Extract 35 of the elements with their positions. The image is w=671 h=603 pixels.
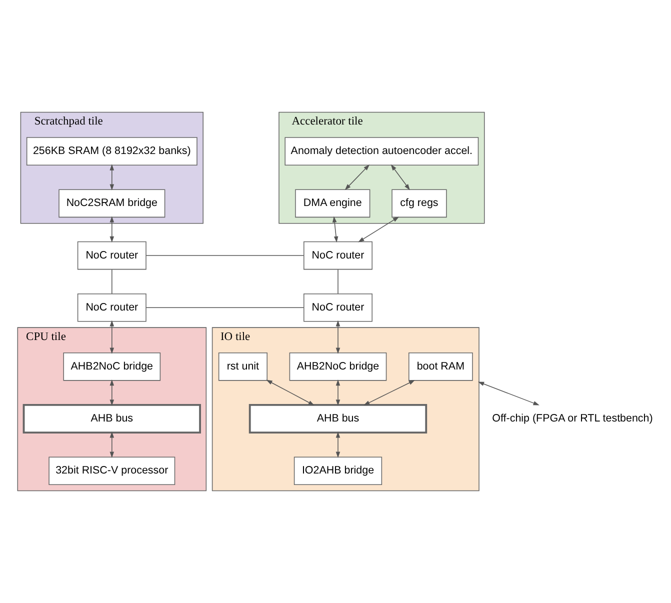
node-box: 256KB SRAM (8 8192x32 banks) [26,137,198,166]
arrow [358,216,400,242]
arrow [364,380,416,406]
node-box: rst unit [218,352,268,381]
node-box: AHB2NoC bridge [289,352,387,381]
node-box: DMA engine [295,189,370,218]
arrow [336,380,340,406]
arrow [110,216,114,243]
node-box: 32bit RISC-V processor [48,456,176,486]
arrow [336,320,340,354]
node-text: Off-chip (FPGA or RTL testbench) [492,412,653,425]
arrow [110,380,114,406]
arrow [344,164,370,190]
node-box: NoC router [304,293,372,322]
node-box: cfg regs [392,189,447,218]
node-box: IO2AHB bridge [294,456,382,486]
arrow [390,164,410,190]
arrow [336,432,340,458]
node-box: AHB bus [22,404,201,434]
connector [146,255,304,256]
arrow [110,320,114,354]
node-box: AHB2NoC bridge [63,352,161,381]
connector [146,307,304,308]
node-box: Anomaly detection autoencoder accel. [284,137,479,166]
arrow [332,216,338,243]
node-box: NoC router [77,241,146,270]
arrow [110,432,114,458]
node-box: NoC2SRAM bridge [58,189,166,218]
node-box: NoC router [304,241,372,270]
arrow [266,380,314,406]
node-box: boot RAM [408,352,473,381]
arrow [478,382,540,406]
arrow [110,164,114,190]
node-box: NoC router [77,293,146,322]
node-box: AHB bus [248,404,428,434]
